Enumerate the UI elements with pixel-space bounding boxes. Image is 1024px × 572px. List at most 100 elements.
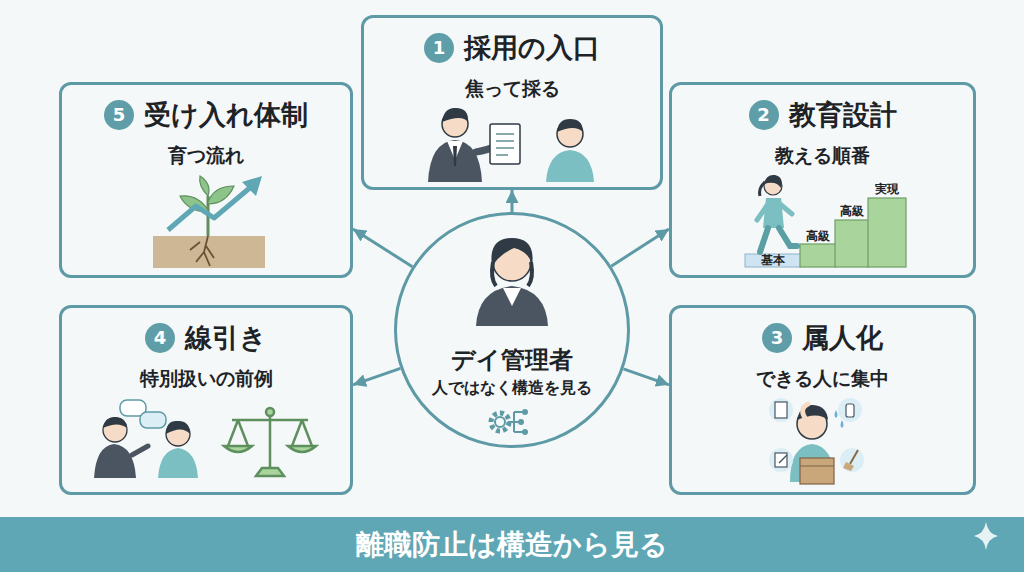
- soil-part: [190, 236, 214, 266]
- structure-gear-part: [522, 429, 528, 435]
- document-icon: [490, 124, 520, 164]
- balance-scale-part: [292, 420, 302, 446]
- balance-scale-part: [256, 468, 284, 476]
- task-icons-part: [769, 398, 793, 422]
- recruiter-figure-part: [453, 146, 457, 166]
- document-icon-part: [496, 147, 514, 149]
- staircase-part: [800, 244, 836, 267]
- overloaded-worker-part: [800, 466, 834, 467]
- connector-arrow: [353, 368, 400, 384]
- applicant-figure: [546, 119, 594, 182]
- task-icons-part: [775, 453, 787, 467]
- banner-text: 離職防止は構造から見る: [356, 528, 668, 562]
- step-label: 高級: [806, 228, 830, 245]
- structure-gear-part: [518, 419, 524, 425]
- number-badge: 1: [424, 33, 454, 63]
- staircase-part: [868, 198, 906, 267]
- role-subtitle: 人ではなく構造を見る: [397, 378, 627, 398]
- applicant-figure-part: [546, 150, 594, 182]
- box-subtitle: 育つ流れ: [62, 143, 350, 167]
- manager-figure-part: [476, 286, 548, 326]
- seedling-part: [200, 176, 209, 196]
- box-heading: 線引き: [185, 322, 267, 354]
- manager-figure-part: [491, 238, 532, 266]
- recruiter-figure-part: [428, 140, 482, 182]
- number-badge: 2: [749, 100, 779, 130]
- box-subtitle: 特別扱いの前例: [62, 366, 350, 390]
- document-icon-part: [490, 124, 520, 164]
- recruiter-figure-part: [442, 108, 468, 122]
- connector-arrow: [623, 369, 669, 385]
- task-icons-part: [850, 450, 858, 464]
- task-icons-part: [775, 402, 787, 418]
- number-badge: 4: [145, 323, 175, 353]
- structure-gear-part: [495, 417, 505, 427]
- box-header: 3属人化: [672, 322, 973, 354]
- balance-scale: [224, 408, 316, 476]
- box-subtitle: 焦って採る: [364, 76, 660, 100]
- box-heading: 採用の入口: [464, 32, 600, 64]
- box-heading: 教育設計: [789, 99, 897, 131]
- talking-people-part: [166, 421, 190, 434]
- manager-figure-part: [492, 262, 496, 286]
- balance-scale-part: [288, 446, 316, 452]
- task-icons-part: [840, 448, 864, 472]
- task-icons: [769, 398, 864, 472]
- growth-arrow: [168, 176, 262, 230]
- balance-scale-part: [238, 420, 248, 446]
- talking-people-part: [103, 417, 127, 428]
- document-icon-part: [496, 133, 514, 135]
- box-header: 4 線引き: [62, 322, 350, 354]
- task-icons-part: [838, 398, 862, 422]
- task-icons-part: [769, 448, 793, 472]
- talking-people-part: [158, 448, 198, 478]
- overloaded-worker-part: [797, 405, 828, 420]
- connector-arrow: [511, 190, 514, 212]
- manager-figure-part: [503, 288, 521, 306]
- balance-scale-part: [224, 446, 252, 452]
- document-icon-part: [496, 140, 514, 142]
- overloaded-worker-part: [800, 458, 834, 484]
- balance-scale-part: [266, 408, 274, 416]
- task-icons-part: [779, 455, 787, 463]
- topic-box: 1 採用の入口焦って採る: [361, 15, 663, 190]
- walking-figure-part: [760, 182, 765, 196]
- talking-people-part: [132, 446, 148, 455]
- overloaded-worker-part: [803, 404, 808, 418]
- soil: [153, 236, 265, 268]
- balance-scale-part: [228, 420, 238, 446]
- box-header: 1 採用の入口: [364, 32, 660, 64]
- footer-band: 離職防止は構造から見る: [0, 517, 1024, 572]
- walking-figure-part: [757, 204, 792, 220]
- task-icons-part: [843, 462, 854, 471]
- role-title: デイ管理者: [397, 345, 627, 375]
- callout-number: 3: [771, 328, 784, 348]
- topic-box: 4 線引き特別扱いの前例: [59, 305, 353, 495]
- task-icons-part: [846, 404, 854, 417]
- talking-people-part: [94, 444, 136, 478]
- step-label: 基本: [761, 252, 785, 269]
- staircase-part: [835, 220, 869, 267]
- callout-number: 1: [433, 38, 446, 58]
- walking-figure: [757, 175, 797, 252]
- connector-arrow: [611, 229, 669, 266]
- number-badge: 5: [104, 100, 134, 130]
- recruiter-figure: [428, 108, 496, 182]
- structure-gear: [491, 409, 528, 435]
- growth-arrow-part: [242, 176, 262, 196]
- topic-box: 3属人化できる人に集中: [669, 305, 976, 495]
- box-header: 5受け入れ体制: [62, 99, 350, 131]
- walking-figure-part: [764, 175, 782, 188]
- manager-figure: [476, 238, 548, 326]
- applicant-figure-part: [557, 119, 583, 132]
- manager-figure-part: [528, 262, 532, 286]
- callout-number: 4: [154, 328, 167, 348]
- overloaded-worker: [790, 404, 844, 484]
- balance-scale-part: [302, 420, 312, 446]
- topic-box: 5受け入れ体制育つ流れ: [59, 82, 353, 278]
- structure-gear-part: [522, 409, 528, 415]
- callout-number: 5: [113, 105, 126, 125]
- soil-part: [153, 236, 265, 268]
- topic-box: 2 教育設計教える順番: [669, 82, 976, 278]
- box-subtitle: 教える順番: [672, 143, 973, 167]
